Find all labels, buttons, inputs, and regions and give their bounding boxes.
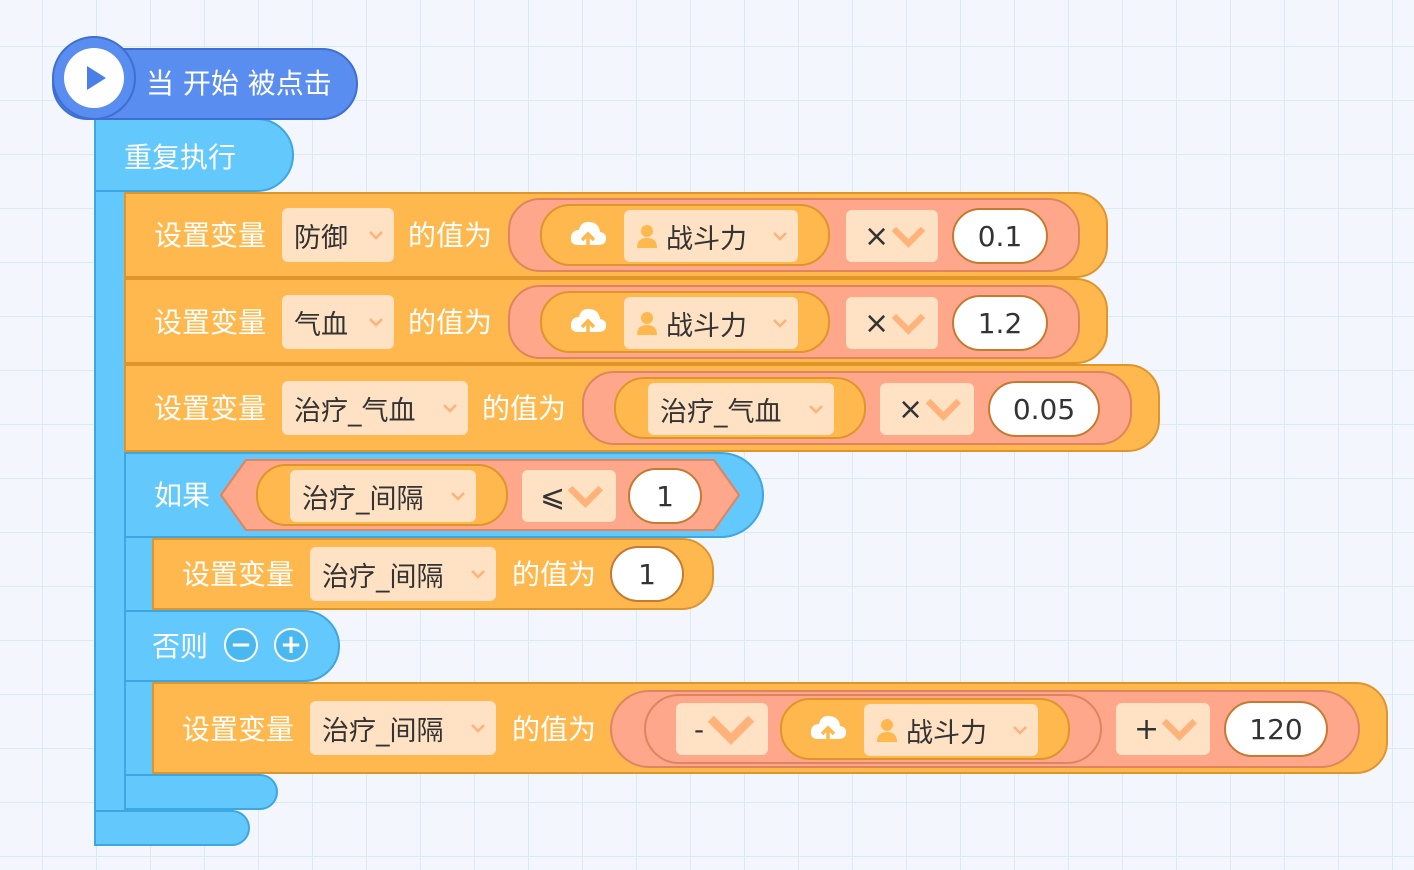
operator-symbol: × [864,305,890,341]
chevron-down-icon [773,319,787,328]
value-label: 的值为 [408,219,493,252]
value-label: 的值为 [512,713,597,746]
value-label: 的值为 [512,558,597,591]
variable-name: 治疗_间隔 [322,715,444,747]
remove-else-button[interactable]: − [224,628,258,662]
operator-symbol: + [1134,711,1160,747]
chevron-down-icon [891,313,926,335]
set-variable-label: 设置变量 [182,558,295,591]
repeat-block-footer [94,810,250,846]
unary-operator-dropdown[interactable]: - [676,703,768,755]
cloud-upload-icon [570,221,607,249]
number-input-2[interactable]: 1.2 [952,295,1048,351]
add-else-button[interactable]: + [274,628,308,662]
source-variable-name: 战斗力 [666,223,747,255]
source-variable-name: 战斗力 [666,310,747,342]
chevron-down-icon [451,492,465,501]
value-label: 的值为 [482,392,567,425]
number-input-1[interactable]: 0.1 [952,208,1048,264]
cloud-upload-icon [570,308,607,336]
source-variable-dropdown-1[interactable]: 战斗力 [624,210,798,262]
number-input-3[interactable]: 0.05 [988,381,1100,437]
chevron-down-icon [707,715,755,746]
chevron-down-icon [773,232,787,241]
condition-number-input[interactable]: 1 [628,468,702,524]
comparison-symbol: ⩽ [540,478,566,514]
variable-dropdown-2[interactable]: 气血 [282,295,394,349]
value-label: 的值为 [408,306,493,339]
operator-dropdown-1[interactable]: × [846,210,938,262]
play-icon[interactable] [64,48,124,108]
else-variable-dropdown[interactable]: 治疗_间隔 [310,701,496,755]
set-variable-label: 设置变量 [154,219,267,252]
person-icon [637,312,657,335]
source-variable-dropdown-2[interactable]: 战斗力 [624,297,798,349]
unary-symbol: - [694,712,705,746]
source-variable-name: 战斗力 [906,717,987,749]
add-operator-dropdown[interactable]: + [1116,703,1210,755]
chevron-down-icon [443,404,457,413]
chevron-down-icon [567,486,604,509]
operator-dropdown-3[interactable]: × [880,383,974,435]
person-icon [877,719,897,742]
repeat-block-arm [94,118,128,846]
repeat-label: 重复执行 [124,141,237,174]
hat-label: 当 开始 被点击 [146,67,332,100]
set-variable-label: 设置变量 [154,306,267,339]
source-variable-dropdown-3[interactable]: 治疗_气血 [648,383,834,435]
variable-name: 防御 [294,222,348,254]
person-icon [637,225,657,248]
variable-name: 治疗_间隔 [322,561,444,593]
operator-symbol: × [864,218,890,254]
variable-name: 气血 [294,309,348,341]
comparison-operator-dropdown[interactable]: ⩽ [522,470,616,522]
chevron-down-icon [1161,719,1198,742]
variable-name: 治疗_气血 [294,395,416,427]
if-block-footer [124,774,278,810]
variable-dropdown-1[interactable]: 防御 [282,208,394,262]
chevron-down-icon [471,570,485,579]
if-label: 如果 [154,479,211,512]
then-variable-dropdown[interactable]: 治疗_间隔 [310,547,496,601]
chevron-down-icon [471,724,485,733]
else-label: 否则 [152,630,209,663]
then-number-input[interactable]: 1 [610,546,684,602]
condition-variable-name: 治疗_间隔 [302,483,424,515]
condition-variable-dropdown[interactable]: 治疗_间隔 [290,470,476,522]
set-variable-label: 设置变量 [154,392,267,425]
chevron-down-icon [1013,726,1027,735]
chevron-down-icon [891,226,926,248]
variable-dropdown-3[interactable]: 治疗_气血 [282,381,468,435]
chevron-down-icon [925,399,962,422]
cloud-upload-icon [810,715,847,743]
operator-symbol: × [898,391,924,427]
chevron-down-icon [809,405,823,414]
set-variable-label: 设置变量 [182,713,295,746]
chevron-down-icon [369,318,383,327]
else-number-input[interactable]: 120 [1224,701,1328,757]
operator-dropdown-2[interactable]: × [846,297,938,349]
chevron-down-icon [369,231,383,240]
source-variable-name: 治疗_气血 [660,396,782,428]
else-source-variable-dropdown[interactable]: 战斗力 [864,704,1038,756]
